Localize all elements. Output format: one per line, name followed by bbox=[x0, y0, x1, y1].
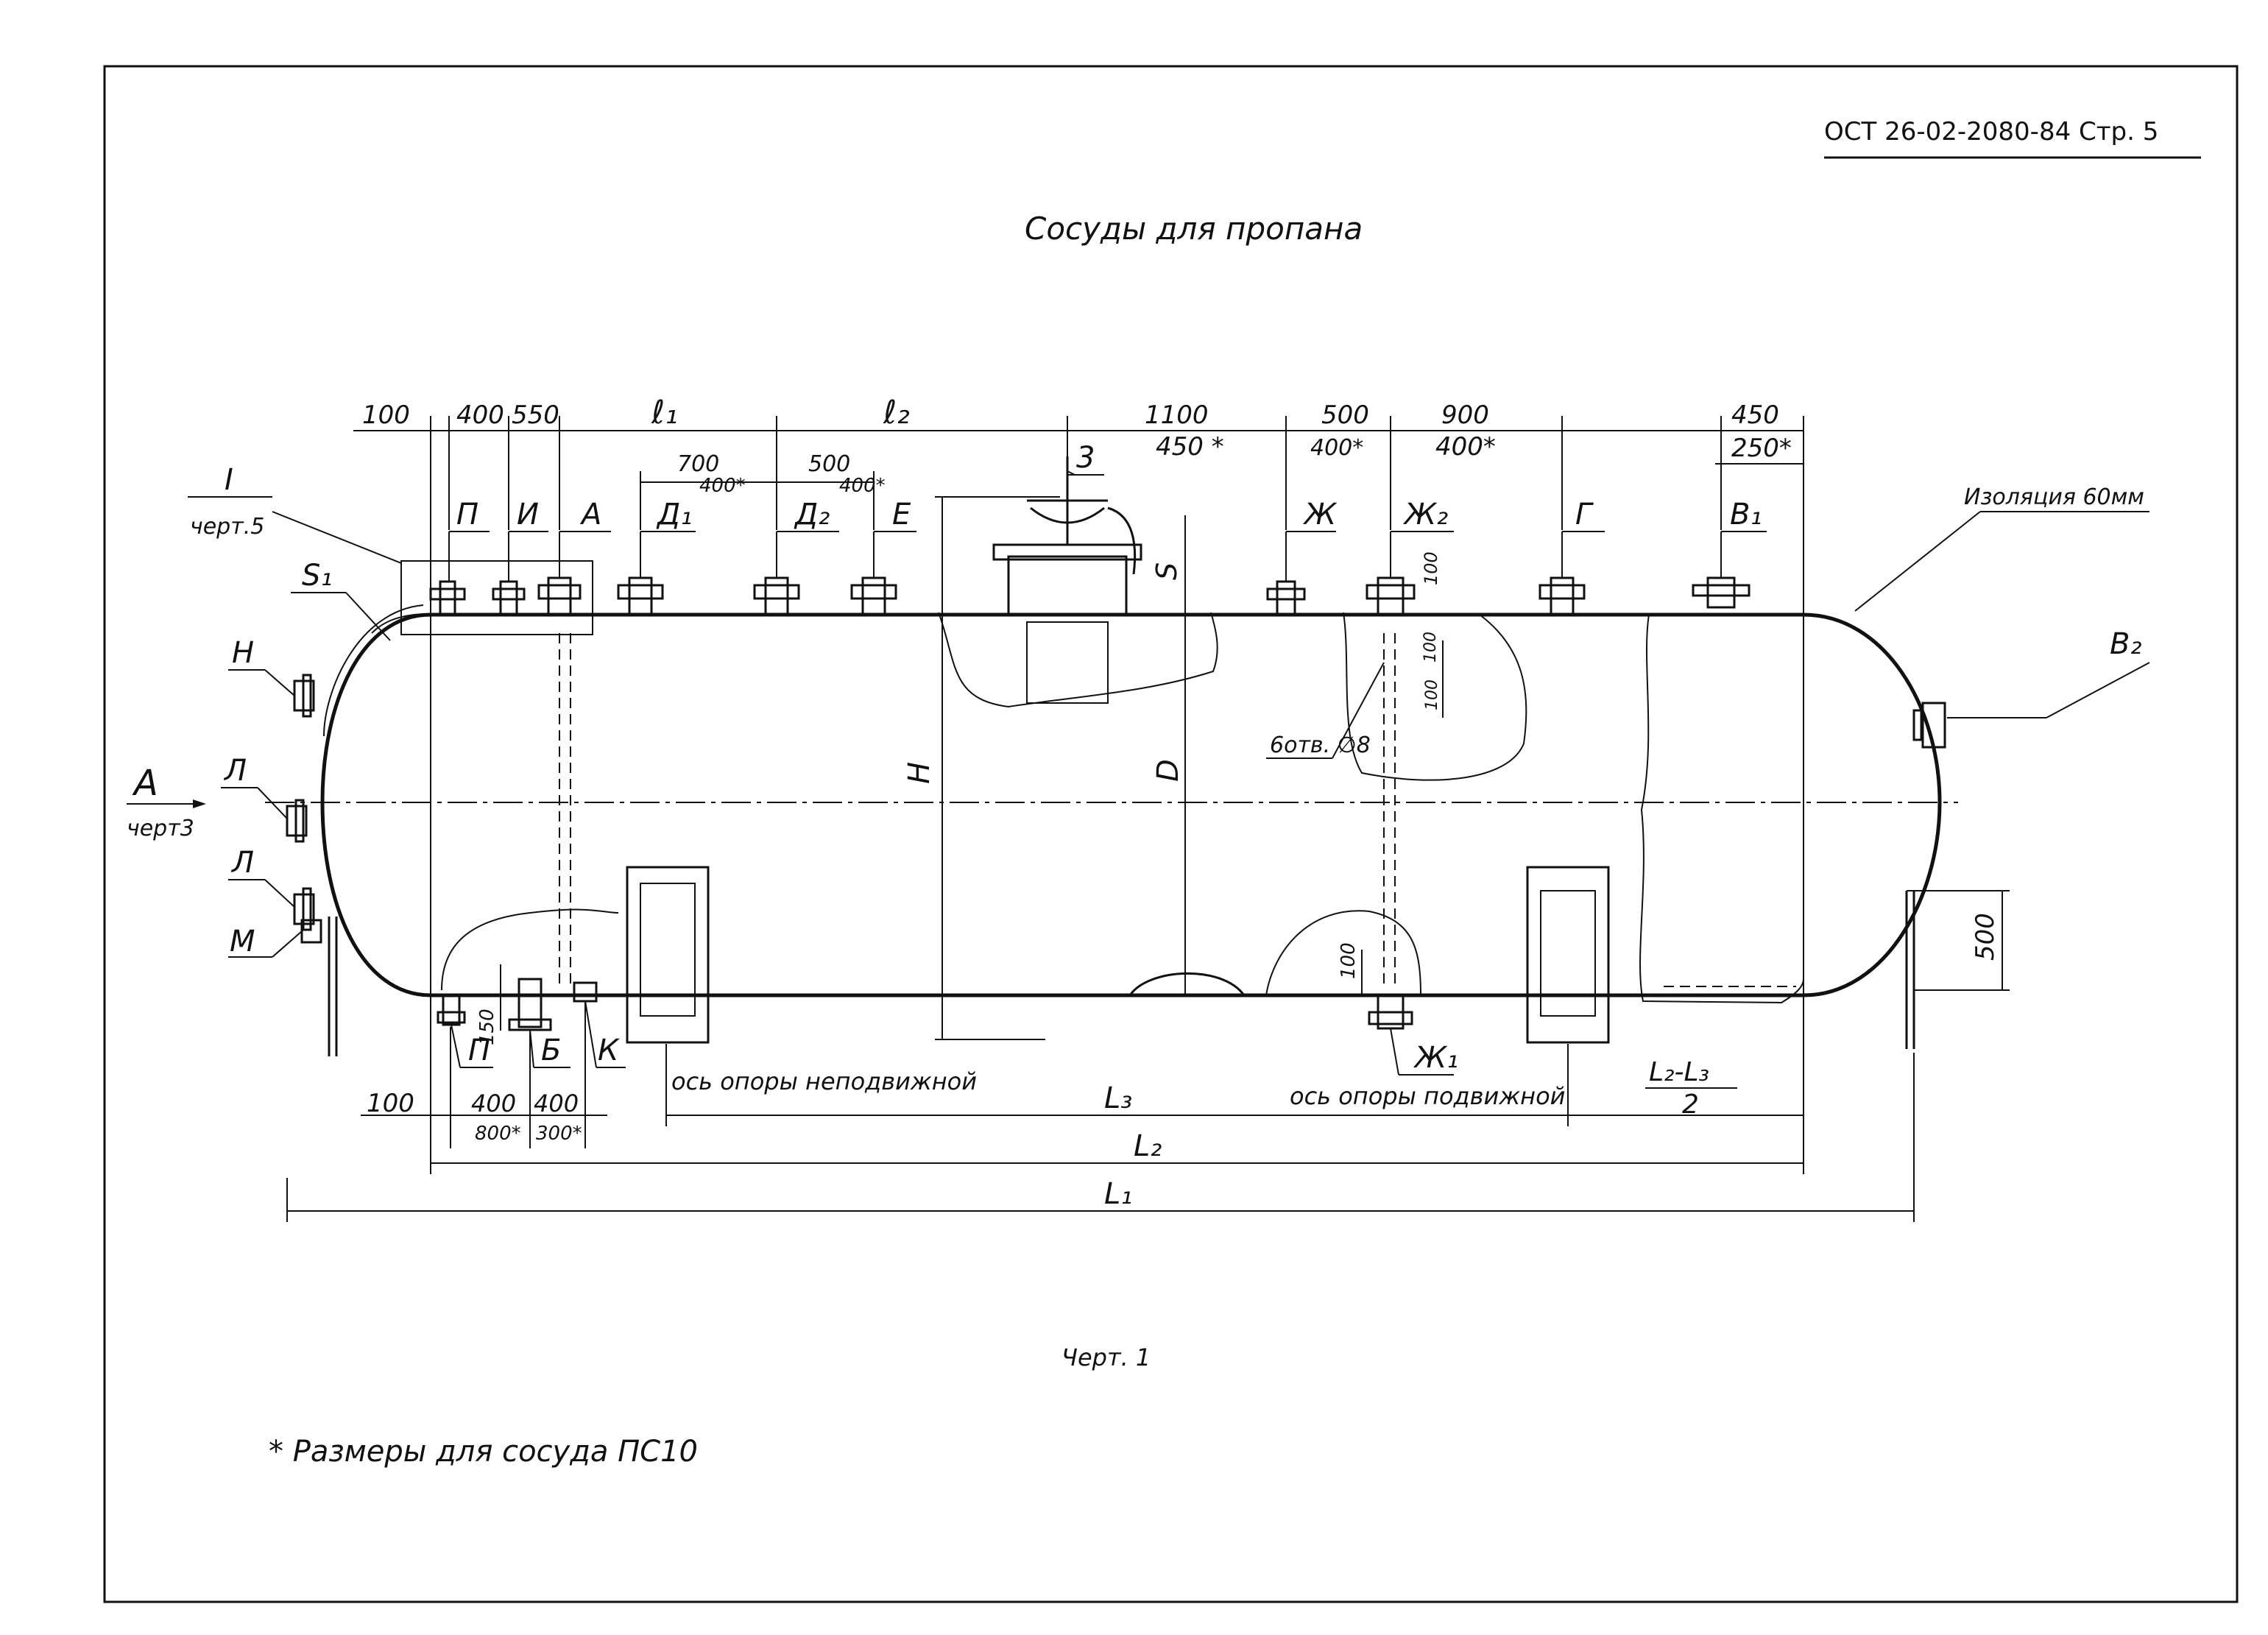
dim-top-900: 900 bbox=[1441, 400, 1489, 430]
sheet-frame bbox=[103, 65, 2239, 1603]
doc-code: ОСТ 26-02-2080-84 Стр. 5 bbox=[1824, 117, 2158, 146]
hole-label: 6отв. ∅8 bbox=[1270, 732, 1371, 758]
dim-top-100: 100 bbox=[362, 400, 410, 430]
dim-bot-300s: 300* bbox=[536, 1123, 582, 1145]
nozzle-label-d2: Д₂ bbox=[794, 498, 830, 532]
nozzle-label-m: М bbox=[230, 925, 255, 958]
top-dimension-lines: 100 400 550 ℓ₁ ℓ₂ 1100 450 * 500 400* 90… bbox=[353, 394, 1804, 615]
dim-top-450s: 450 * bbox=[1156, 432, 1224, 462]
dim-top-400sc: 400* bbox=[699, 475, 746, 497]
vessel-body bbox=[265, 456, 1958, 1056]
view-mark: А bbox=[132, 763, 158, 804]
nozzle-label-v1: В₁ bbox=[1730, 498, 1762, 532]
dim-side-100a: 100 bbox=[1421, 551, 1441, 585]
nozzle-label-p-top: П bbox=[456, 498, 478, 532]
drawing-caption: Черт. 1 bbox=[1061, 1343, 1151, 1371]
nozzle-label-v2: В₂ bbox=[2110, 627, 2141, 661]
nozzle-label-g: Г bbox=[1575, 498, 1594, 532]
dim-d: D bbox=[1151, 759, 1185, 782]
nozzle-label-i: И bbox=[517, 498, 539, 532]
dim-bot-400a: 400 bbox=[471, 1090, 516, 1117]
bottom-dimensions: ось опоры неподвижной ось опоры подвижно… bbox=[286, 995, 1915, 1222]
dim-top-400sb: 400* bbox=[1435, 432, 1496, 462]
nozzle-label-p-bot: П bbox=[468, 1034, 490, 1067]
dim-top-250s: 250* bbox=[1731, 434, 1792, 463]
nozzle-label-zh1: Ж₁ bbox=[1413, 1041, 1458, 1075]
dim-side-150: 150 bbox=[476, 1009, 498, 1045]
nozzle-label-s1: S₁ bbox=[302, 559, 332, 593]
dim-side-500: 500 bbox=[1971, 913, 2000, 961]
movable-support bbox=[1526, 866, 1610, 1044]
nozzle-label-e: Е bbox=[892, 498, 911, 532]
dim-frac-den: 2 bbox=[1682, 1090, 1699, 1120]
nozzle-labels: П И А Д₁ Д₂ Е 3 Ж Ж₂ Г В₁ В₂ Изоляция 60… bbox=[221, 441, 2150, 1076]
footnote: * Размеры для сосуда ПС10 bbox=[269, 1435, 698, 1469]
dim-l1: L₁ bbox=[1104, 1177, 1132, 1211]
nozzle-label-k: К bbox=[598, 1034, 620, 1067]
dim-l2: L₂ bbox=[1134, 1129, 1162, 1163]
dim-frac-num: L₂-L₃ bbox=[1649, 1057, 1709, 1087]
fixed-support-label: ось опоры неподвижной bbox=[671, 1067, 977, 1095]
dim-top-500a: 500 bbox=[1321, 400, 1369, 430]
section-mark: I bbox=[225, 463, 233, 497]
dim-top-500b: 500 bbox=[808, 451, 850, 477]
drawing-title: Сосуды для пропана bbox=[1025, 211, 1363, 247]
dim-bot-800s: 800* bbox=[475, 1123, 521, 1145]
dim-side-100b: 100 bbox=[1421, 632, 1440, 663]
dim-top-400: 400 bbox=[456, 400, 504, 430]
nozzle-label-l2: Л bbox=[230, 846, 254, 880]
section-box bbox=[400, 560, 593, 635]
dim-bot-400b: 400 bbox=[534, 1090, 579, 1117]
nozzle-label-d1: Д₁ bbox=[656, 498, 692, 532]
dim-top-l2: ℓ₂ bbox=[883, 394, 910, 431]
view-callout: А черт3 bbox=[127, 763, 206, 841]
dim-side-100c: 100 bbox=[1423, 679, 1441, 710]
dim-top-l1: ℓ₁ bbox=[651, 394, 678, 431]
nozzle-label-b: Б bbox=[541, 1034, 561, 1067]
dim-s: S bbox=[1151, 562, 1183, 580]
section-ref: черт.5 bbox=[190, 514, 264, 540]
nozzle-label-3: 3 bbox=[1076, 441, 1095, 475]
nozzle-label-l1: Л bbox=[223, 754, 247, 788]
movable-support-label: ось опоры подвижной bbox=[1290, 1082, 1565, 1110]
top-nozzles bbox=[286, 576, 1751, 1031]
dim-h: H bbox=[902, 762, 936, 784]
section-callout: I черт.5 bbox=[188, 463, 402, 564]
view-ref: черт3 bbox=[127, 816, 194, 841]
side-dimensions: H S D 100 100 100 500 150 100 bbox=[476, 496, 2010, 1045]
dim-top-1100: 1100 bbox=[1145, 400, 1209, 430]
nozzle-label-n: Н bbox=[232, 636, 254, 670]
dim-bot-100: 100 bbox=[367, 1089, 414, 1118]
dim-top-400sa: 400* bbox=[1310, 435, 1363, 461]
nozzle-label-zh2: Ж₂ bbox=[1402, 498, 1448, 532]
dim-l3: L₃ bbox=[1104, 1081, 1132, 1115]
dim-top-450: 450 bbox=[1731, 400, 1779, 430]
insulation-label: Изоляция 60мм bbox=[1964, 484, 2144, 510]
fixed-support bbox=[626, 866, 710, 1044]
dim-top-550: 550 bbox=[512, 400, 559, 430]
nozzle-label-zh: Ж bbox=[1302, 498, 1338, 532]
dim-side-100d: 100 bbox=[1338, 942, 1360, 979]
dim-top-400sd: 400* bbox=[839, 475, 886, 497]
nozzle-label-a: А bbox=[579, 498, 601, 532]
dim-top-700: 700 bbox=[677, 451, 719, 477]
